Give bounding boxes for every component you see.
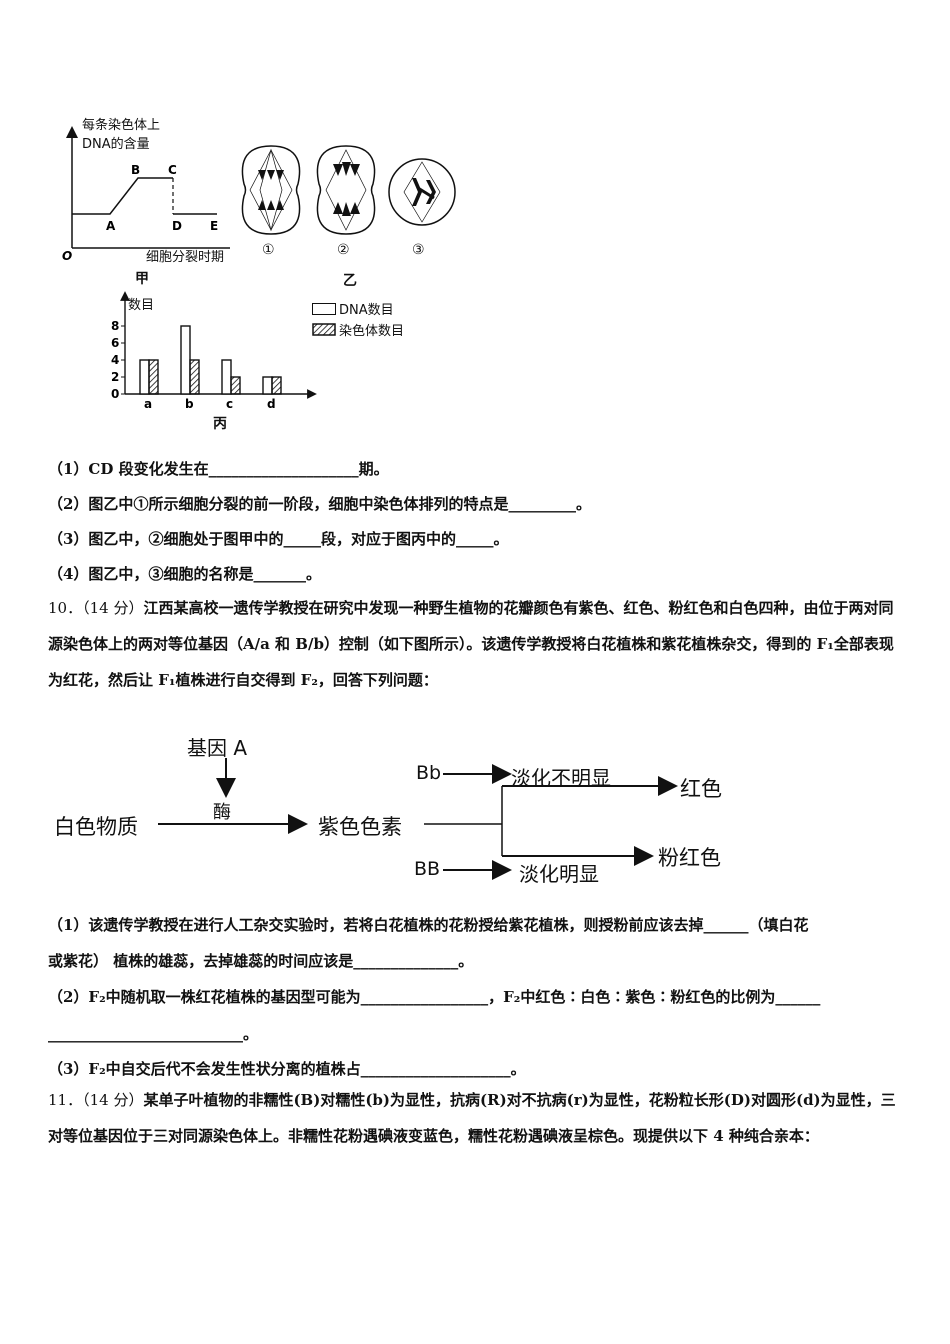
label-strong-fade: 淡化明显 <box>519 862 599 886</box>
jia-y-label-2: DNA的含量 <box>82 137 150 152</box>
cell-1 <box>241 145 301 235</box>
jia-x-label: 细胞分裂时期 <box>146 250 225 265</box>
bar-dna-c <box>221 359 232 395</box>
label-white-substance: 白色物质 <box>54 815 138 839</box>
point-E: E <box>210 219 218 233</box>
q9-part2: （2）图乙中①所示细胞分裂的前一阶段，细胞中染色体排列的特点是_________… <box>48 495 591 513</box>
q9-part3: （3）图乙中，②细胞处于图甲中的_____段，对应于图丙中的_____。 <box>48 530 509 548</box>
q9-part1: （1）CD 段变化发生在____________________期。 <box>48 460 389 478</box>
q10-part2a: （2）F₂中随机取一株红花植株的基因型可能为_________________，… <box>48 988 821 1006</box>
q10-number: 10．（14 分） <box>48 599 144 617</box>
category-label-a: a <box>144 397 152 411</box>
cell-3 <box>388 158 456 226</box>
q11-number: 11．（14 分） <box>48 1091 144 1109</box>
cell-1-label: ① <box>262 242 275 258</box>
y-tick-label: 8 <box>111 319 119 333</box>
label-enzyme: 酶 <box>213 802 231 823</box>
label-gene-a: 基因 A <box>187 736 248 760</box>
q10-part1a: （1）该遗传学教授在进行人工杂交实验时，若将白花植株的花粉授给紫花植株，则授粉前… <box>48 916 809 934</box>
legend-chromosome-label: 染色体数目 <box>339 324 405 339</box>
bing-caption: 丙 <box>213 416 227 432</box>
pigment-pathway-diagram <box>158 758 678 880</box>
bing-y-label: 数目 <box>128 298 155 313</box>
figure-yi-cells <box>241 145 456 235</box>
label-red: 红色 <box>680 777 722 801</box>
category-label-b: b <box>185 397 194 411</box>
q10-part1b: 或紫花） 植株的雄蕊，去掉雄蕊的时间应该是______________。 <box>48 952 474 970</box>
label-BB: BB <box>414 858 441 880</box>
bar-chromosome-a <box>148 359 159 395</box>
bar-chromosome-c <box>230 376 241 395</box>
cell-2 <box>316 145 376 235</box>
label-light-fade: 淡化不明显 <box>511 766 611 790</box>
q10-text: 江西某高校一遗传学教授在研究中发现一种野生植物的花瓣颜色有紫色、红色、粉红色和白… <box>48 599 894 689</box>
yi-caption: 乙 <box>343 273 357 289</box>
cell-2-label: ② <box>337 242 350 258</box>
y-tick-label: 6 <box>111 336 119 350</box>
legend-dna-label: DNA数目 <box>339 303 394 318</box>
label-Bb: Bb <box>416 762 442 784</box>
y-tick-label: 2 <box>111 370 119 384</box>
y-tick-label: 0 <box>111 387 119 401</box>
cell-3-label: ③ <box>412 242 425 258</box>
q9-part4: （4）图乙中，③细胞的名称是_______。 <box>48 565 321 583</box>
point-A: A <box>106 219 116 233</box>
bar-dna-a <box>139 359 150 395</box>
legend-dna-swatch <box>312 303 336 315</box>
figure-jia: A B C D E O <box>62 126 230 263</box>
jia-caption: 甲 <box>135 271 149 287</box>
bar-dna-b <box>180 325 191 395</box>
figure-bing-chart: 0 2 4 6 8 a b c d <box>111 291 317 411</box>
category-label-d: d <box>267 397 276 411</box>
point-B: B <box>131 163 140 177</box>
bar-chromosome-b <box>189 359 200 395</box>
bar-chromosome-d <box>271 376 282 395</box>
q10-part2b: __________________________。 <box>48 1025 259 1043</box>
category-label-c: c <box>226 397 233 411</box>
point-D: D <box>172 219 182 233</box>
y-tick-label: 4 <box>111 353 119 367</box>
legend-chromosome-swatch <box>312 323 336 336</box>
q10-part3: （3）F₂中自交后代不会发生性状分离的植株占__________________… <box>48 1060 526 1078</box>
jia-y-label-1: 每条染色体上 <box>82 118 161 133</box>
dna-content-curve <box>72 177 173 215</box>
q11-text: 某单子叶植物的非糯性(B)对糯性(b)为显性，抗病(R)对不抗病(r)为显性，花… <box>48 1091 896 1145</box>
q10-stem: 10．（14 分）江西某高校一遗传学教授在研究中发现一种野生植物的花瓣颜色有紫色… <box>48 590 908 698</box>
point-C: C <box>168 163 177 177</box>
q11-stem: 11．（14 分）某单子叶植物的非糯性(B)对糯性(b)为显性，抗病(R)对不抗… <box>48 1082 908 1154</box>
bar-dna-d <box>262 376 273 395</box>
label-pink: 粉红色 <box>658 846 721 870</box>
label-purple-pigment: 紫色色素 <box>318 815 402 839</box>
origin-label: O <box>62 249 72 263</box>
